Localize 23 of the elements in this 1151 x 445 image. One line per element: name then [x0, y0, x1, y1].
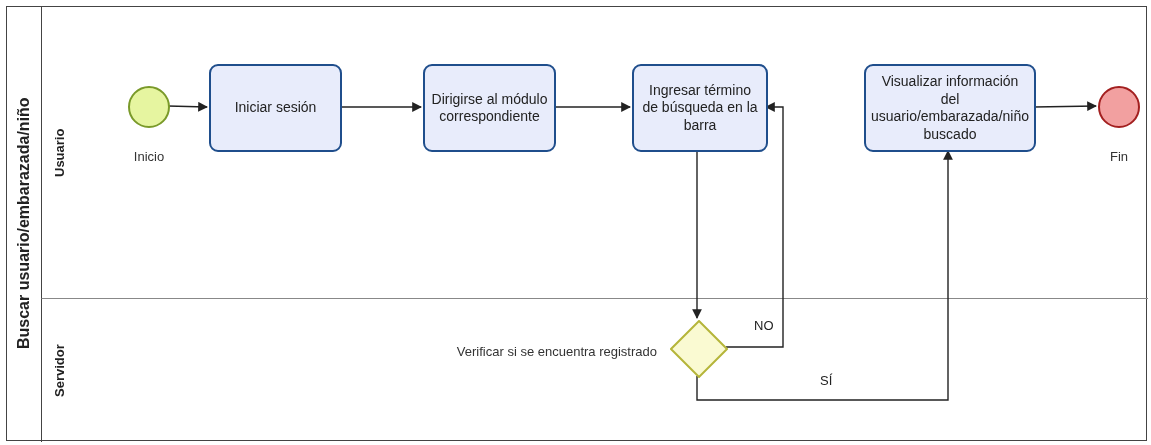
node-caption: Verificar si se encuentra registrado — [455, 344, 657, 361]
arrow — [725, 102, 784, 348]
edge-label: NO — [752, 318, 776, 333]
arrow — [692, 150, 702, 319]
lane-title: Usuario — [52, 127, 67, 179]
gateway-diamond — [670, 320, 728, 378]
pool-title: Buscar usuario/embarazada/niño — [15, 96, 33, 352]
arrow — [1033, 101, 1097, 112]
event-circle — [128, 86, 170, 128]
task-box: Ingresar término de búsqueda en la barra — [632, 64, 768, 152]
node-caption: Inicio — [132, 149, 166, 166]
task-box: Dirigirse al módulo correspondiente — [423, 64, 556, 152]
task-box: Visualizar información del usuario/embarazada/niño buscado — [864, 64, 1036, 152]
event-circle — [1098, 86, 1140, 128]
arrow — [339, 102, 422, 112]
pool — [6, 6, 1147, 441]
lane-title: Servidor — [52, 343, 67, 399]
task-box: Iniciar sesión — [209, 64, 342, 152]
edge-label: SÍ — [818, 373, 835, 388]
arrow — [553, 102, 631, 112]
node-caption: Fin — [1108, 149, 1130, 166]
arrow — [696, 150, 953, 401]
arrow — [167, 101, 208, 112]
